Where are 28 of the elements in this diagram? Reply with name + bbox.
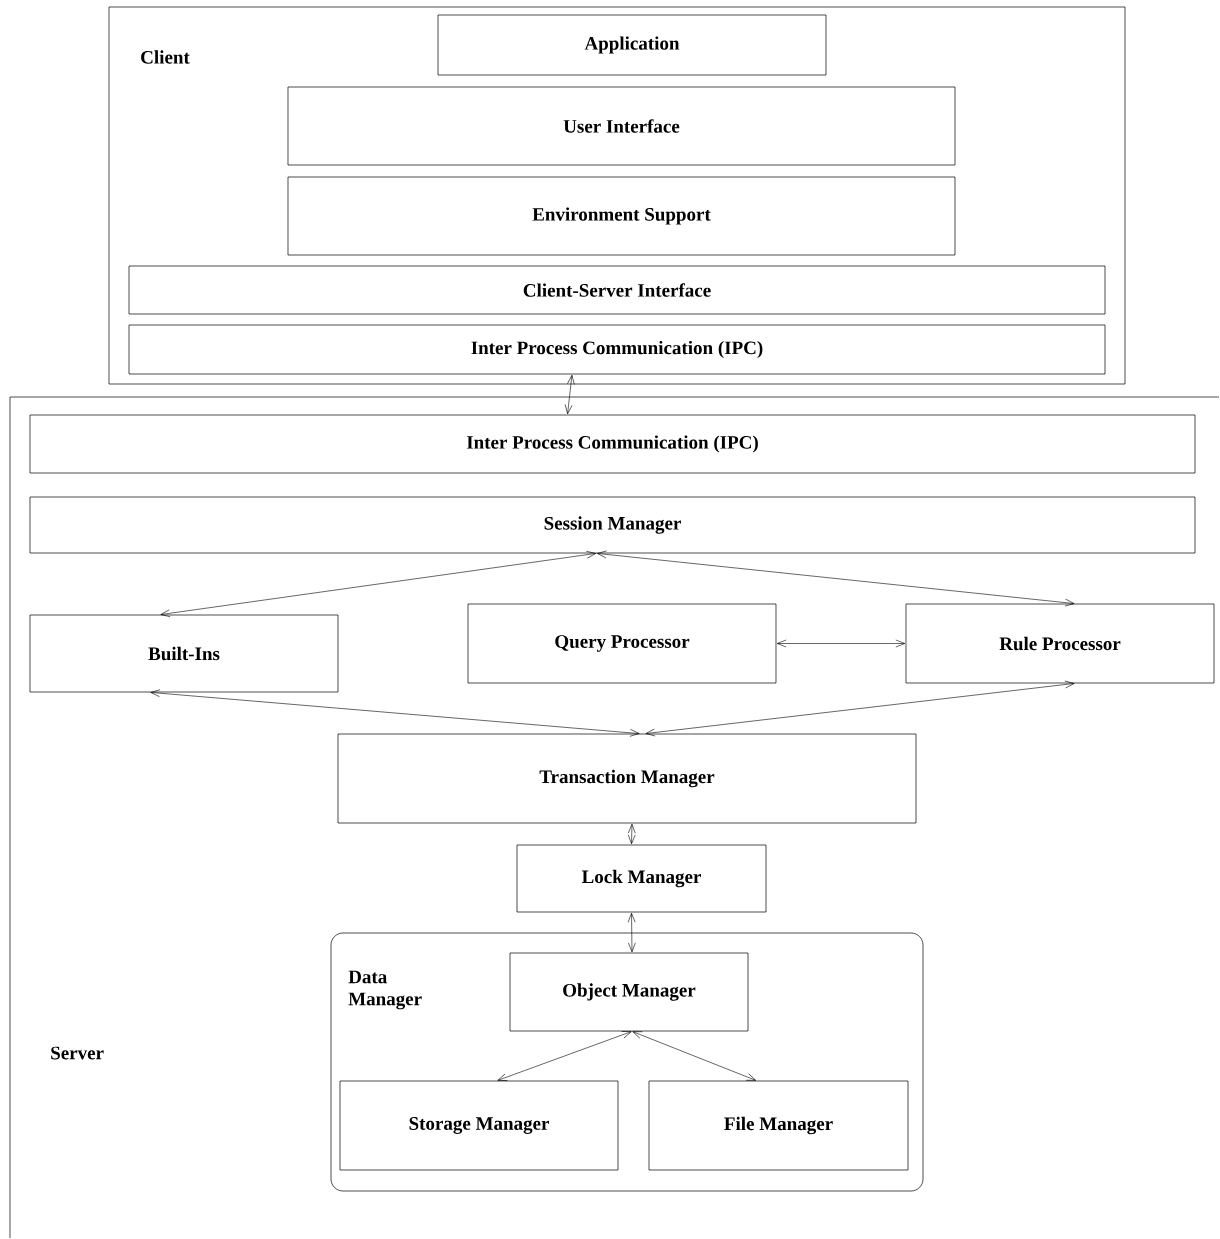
- arrow: [497, 1031, 632, 1081]
- component-box: Application: [437, 14, 827, 76]
- component-box: Query Processor: [467, 603, 777, 684]
- arrow: [627, 823, 636, 845]
- component-box: Session Manager: [29, 496, 1196, 554]
- component-box: Environment Support: [287, 176, 956, 256]
- arrow: [645, 680, 1075, 737]
- group-label: Client: [141, 50, 190, 64]
- arrow: [597, 550, 1075, 607]
- component-box: Inter Process Communication (IPC): [128, 324, 1106, 375]
- arrow: [160, 550, 596, 618]
- component-box: Client-Server Interface: [128, 265, 1106, 315]
- component-box: File Manager: [648, 1080, 909, 1171]
- component-box: Rule Processor: [905, 603, 1215, 684]
- arrow: [150, 689, 640, 737]
- component-box: Storage Manager: [339, 1080, 619, 1171]
- component-box: User Interface: [287, 86, 956, 166]
- component-box: Built-Ins: [29, 614, 339, 693]
- arrow: [632, 1031, 757, 1081]
- component-box: Lock Manager: [516, 844, 767, 913]
- component-box: Object Manager: [509, 952, 749, 1032]
- group-label: Data Manager: [348, 970, 422, 1010]
- arrow: [564, 374, 575, 415]
- component-box: Inter Process Communication (IPC): [29, 414, 1196, 474]
- arrow: [627, 912, 636, 953]
- component-box: Transaction Manager: [337, 733, 917, 824]
- group-label: Server: [51, 1046, 104, 1060]
- arrow: [776, 639, 906, 648]
